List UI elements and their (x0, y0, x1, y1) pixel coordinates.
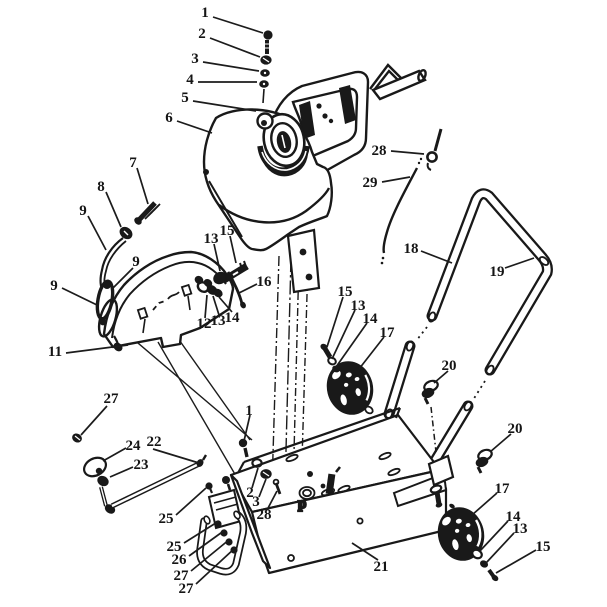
svg-text:17: 17 (495, 481, 511, 497)
svg-text:27: 27 (179, 581, 195, 597)
svg-text:14: 14 (363, 311, 379, 327)
svg-text:21: 21 (374, 559, 389, 575)
svg-text:13: 13 (211, 313, 226, 329)
svg-text:23: 23 (134, 457, 149, 473)
svg-text:24: 24 (126, 438, 142, 454)
svg-text:13: 13 (513, 521, 528, 537)
svg-text:20: 20 (442, 358, 457, 374)
svg-text:14: 14 (225, 310, 241, 326)
svg-text:6: 6 (165, 110, 173, 126)
svg-text:18: 18 (404, 241, 419, 257)
svg-text:3: 3 (252, 494, 260, 510)
svg-text:1: 1 (201, 5, 209, 21)
svg-text:3: 3 (191, 51, 199, 67)
svg-text:27: 27 (174, 568, 190, 584)
svg-text:15: 15 (536, 539, 551, 555)
svg-text:19: 19 (490, 264, 505, 280)
svg-text:2: 2 (198, 26, 206, 42)
svg-text:9: 9 (50, 278, 58, 294)
svg-text:28: 28 (257, 507, 272, 523)
svg-text:25: 25 (167, 539, 182, 555)
svg-text:9: 9 (79, 203, 87, 219)
svg-text:p: p (298, 496, 306, 512)
svg-text:13: 13 (351, 298, 366, 314)
svg-text:15: 15 (220, 223, 235, 239)
svg-text:2: 2 (246, 485, 254, 501)
svg-text:27: 27 (104, 391, 120, 407)
svg-text:22: 22 (147, 434, 162, 450)
svg-text:14: 14 (506, 509, 522, 525)
svg-text:9: 9 (132, 254, 140, 270)
svg-text:13: 13 (204, 231, 219, 247)
svg-text:11: 11 (48, 344, 62, 360)
svg-text:8: 8 (97, 179, 105, 195)
svg-text:12: 12 (197, 316, 212, 332)
svg-text:17: 17 (380, 325, 396, 341)
svg-text:29: 29 (363, 175, 378, 191)
svg-text:4: 4 (186, 72, 194, 88)
svg-text:16: 16 (257, 274, 273, 290)
svg-text:5: 5 (181, 90, 189, 106)
svg-text:7: 7 (129, 155, 137, 171)
svg-text:26: 26 (172, 552, 188, 568)
svg-text:28: 28 (372, 143, 387, 159)
svg-text:20: 20 (508, 421, 523, 437)
svg-text:1: 1 (245, 403, 253, 419)
svg-text:15: 15 (338, 284, 353, 300)
svg-text:25: 25 (159, 511, 174, 527)
